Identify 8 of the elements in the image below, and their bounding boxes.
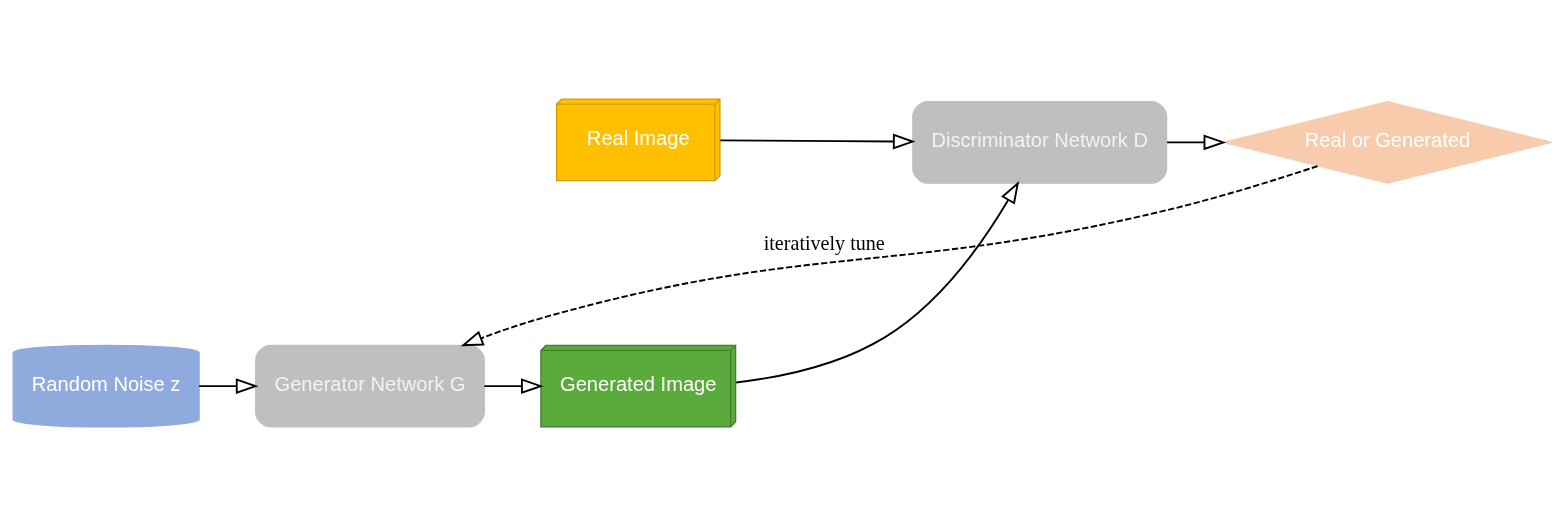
arrow bbox=[460, 165, 1319, 347]
arrow bbox=[1166, 134, 1227, 151]
arrow bbox=[719, 133, 916, 150]
edge-label: iteratively tune bbox=[763, 232, 885, 255]
arrow bbox=[483, 378, 544, 395]
arrow bbox=[735, 180, 1020, 384]
node-diamond: Real or Generated bbox=[1222, 100, 1553, 184]
arrow bbox=[198, 378, 259, 395]
